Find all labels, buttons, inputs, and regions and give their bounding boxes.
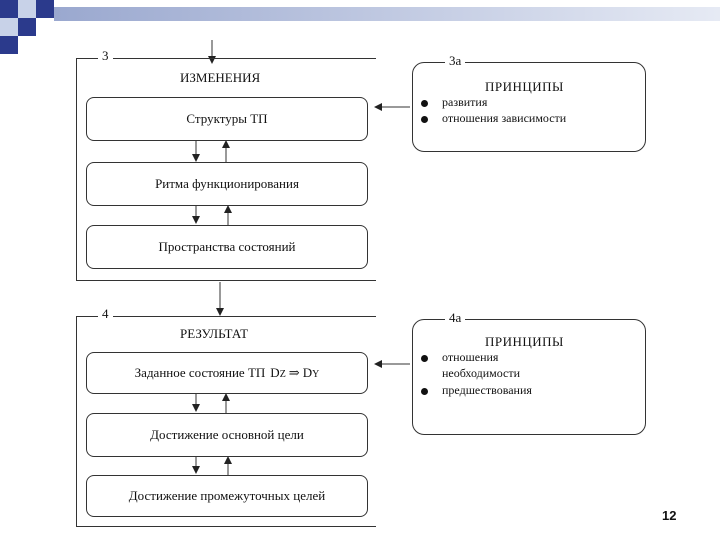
bottom-block-bracket [76,316,77,526]
top-item-space: Пространства состояний [86,225,368,269]
bottom-item-state-label: Заданное состояние ТП [134,365,266,380]
bullet-dot [421,387,428,395]
decor-square-2 [18,0,36,18]
bottom-principle-2-label: предшествования [442,383,532,397]
decor-square-1 [0,0,18,18]
bullet-dot [421,354,428,362]
bottom-block-number: 4 [98,306,113,322]
bottom-principle-1-cont-label: необходимости [442,366,521,380]
bottom-item-intermediate: Достижение промежуточных целей [86,475,368,517]
formula-left-sub: Z [279,369,286,380]
top-block-bracket [76,58,77,280]
bottom-block-topline [76,316,376,317]
formula-left: D [270,365,280,380]
page-number: 12 [662,508,677,523]
top-principles-number: 3а [445,53,466,69]
bottom-block-bottomline [76,526,376,527]
bottom-block-title: РЕЗУЛЬТАТ [180,326,249,341]
formula-right-sub: Y [312,369,320,380]
top-item-space-label: Пространства состояний [158,239,296,254]
bottom-principle-1: отношения [421,350,498,365]
top-principles-title: ПРИНЦИПЫ [485,79,564,94]
formula-right: D [302,365,313,380]
bottom-principles-title: ПРИНЦИПЫ [485,334,564,349]
top-principle-1-label: развития [442,95,488,109]
top-principles-box: 3а ПРИНЦИПЫ развития отношения зависимос… [412,53,646,152]
bottom-principle-2: предшествования [421,383,532,398]
top-item-rhythm-label: Ритма функционирования [155,176,299,191]
top-block-bottomline [76,280,376,281]
bottom-item-main-goal-label: Достижение основной цели [150,427,304,442]
state-formula: DZ⇒DY [270,365,319,381]
bottom-principles-number: 4а [445,310,466,326]
top-principle-2: отношения зависимости [421,111,566,126]
top-item-rhythm: Ритма функционирования [86,162,368,206]
top-item-structure: Структуры ТП [86,97,368,141]
bottom-principle-1-cont: необходимости [442,366,520,381]
decor-square-6 [0,36,18,54]
bottom-item-state: Заданное состояние ТП DZ⇒DY [86,352,368,394]
bullet-dot [421,99,428,107]
decor-bar [54,7,720,21]
bottom-item-main-goal: Достижение основной цели [86,413,368,457]
decor-square-5 [18,18,36,36]
bullet-dot [421,115,428,123]
top-block-topline [76,58,376,59]
top-block-number: 3 [98,48,113,64]
bottom-item-intermediate-label: Достижение промежуточных целей [128,488,326,503]
top-block-title: ИЗМЕНЕНИЯ [180,70,261,85]
bottom-principles-box: 4а ПРИНЦИПЫ отношения необходимости пред… [412,310,646,435]
top-item-structure-label: Структуры ТП [186,111,268,126]
bottom-principle-1-label: отношения [442,350,499,364]
top-principle-2-label: отношения зависимости [442,111,567,125]
decor-square-4 [0,18,18,36]
formula-arrow: ⇒ [288,365,300,380]
top-principle-1: развития [421,95,487,110]
decor-square-3 [36,0,54,18]
